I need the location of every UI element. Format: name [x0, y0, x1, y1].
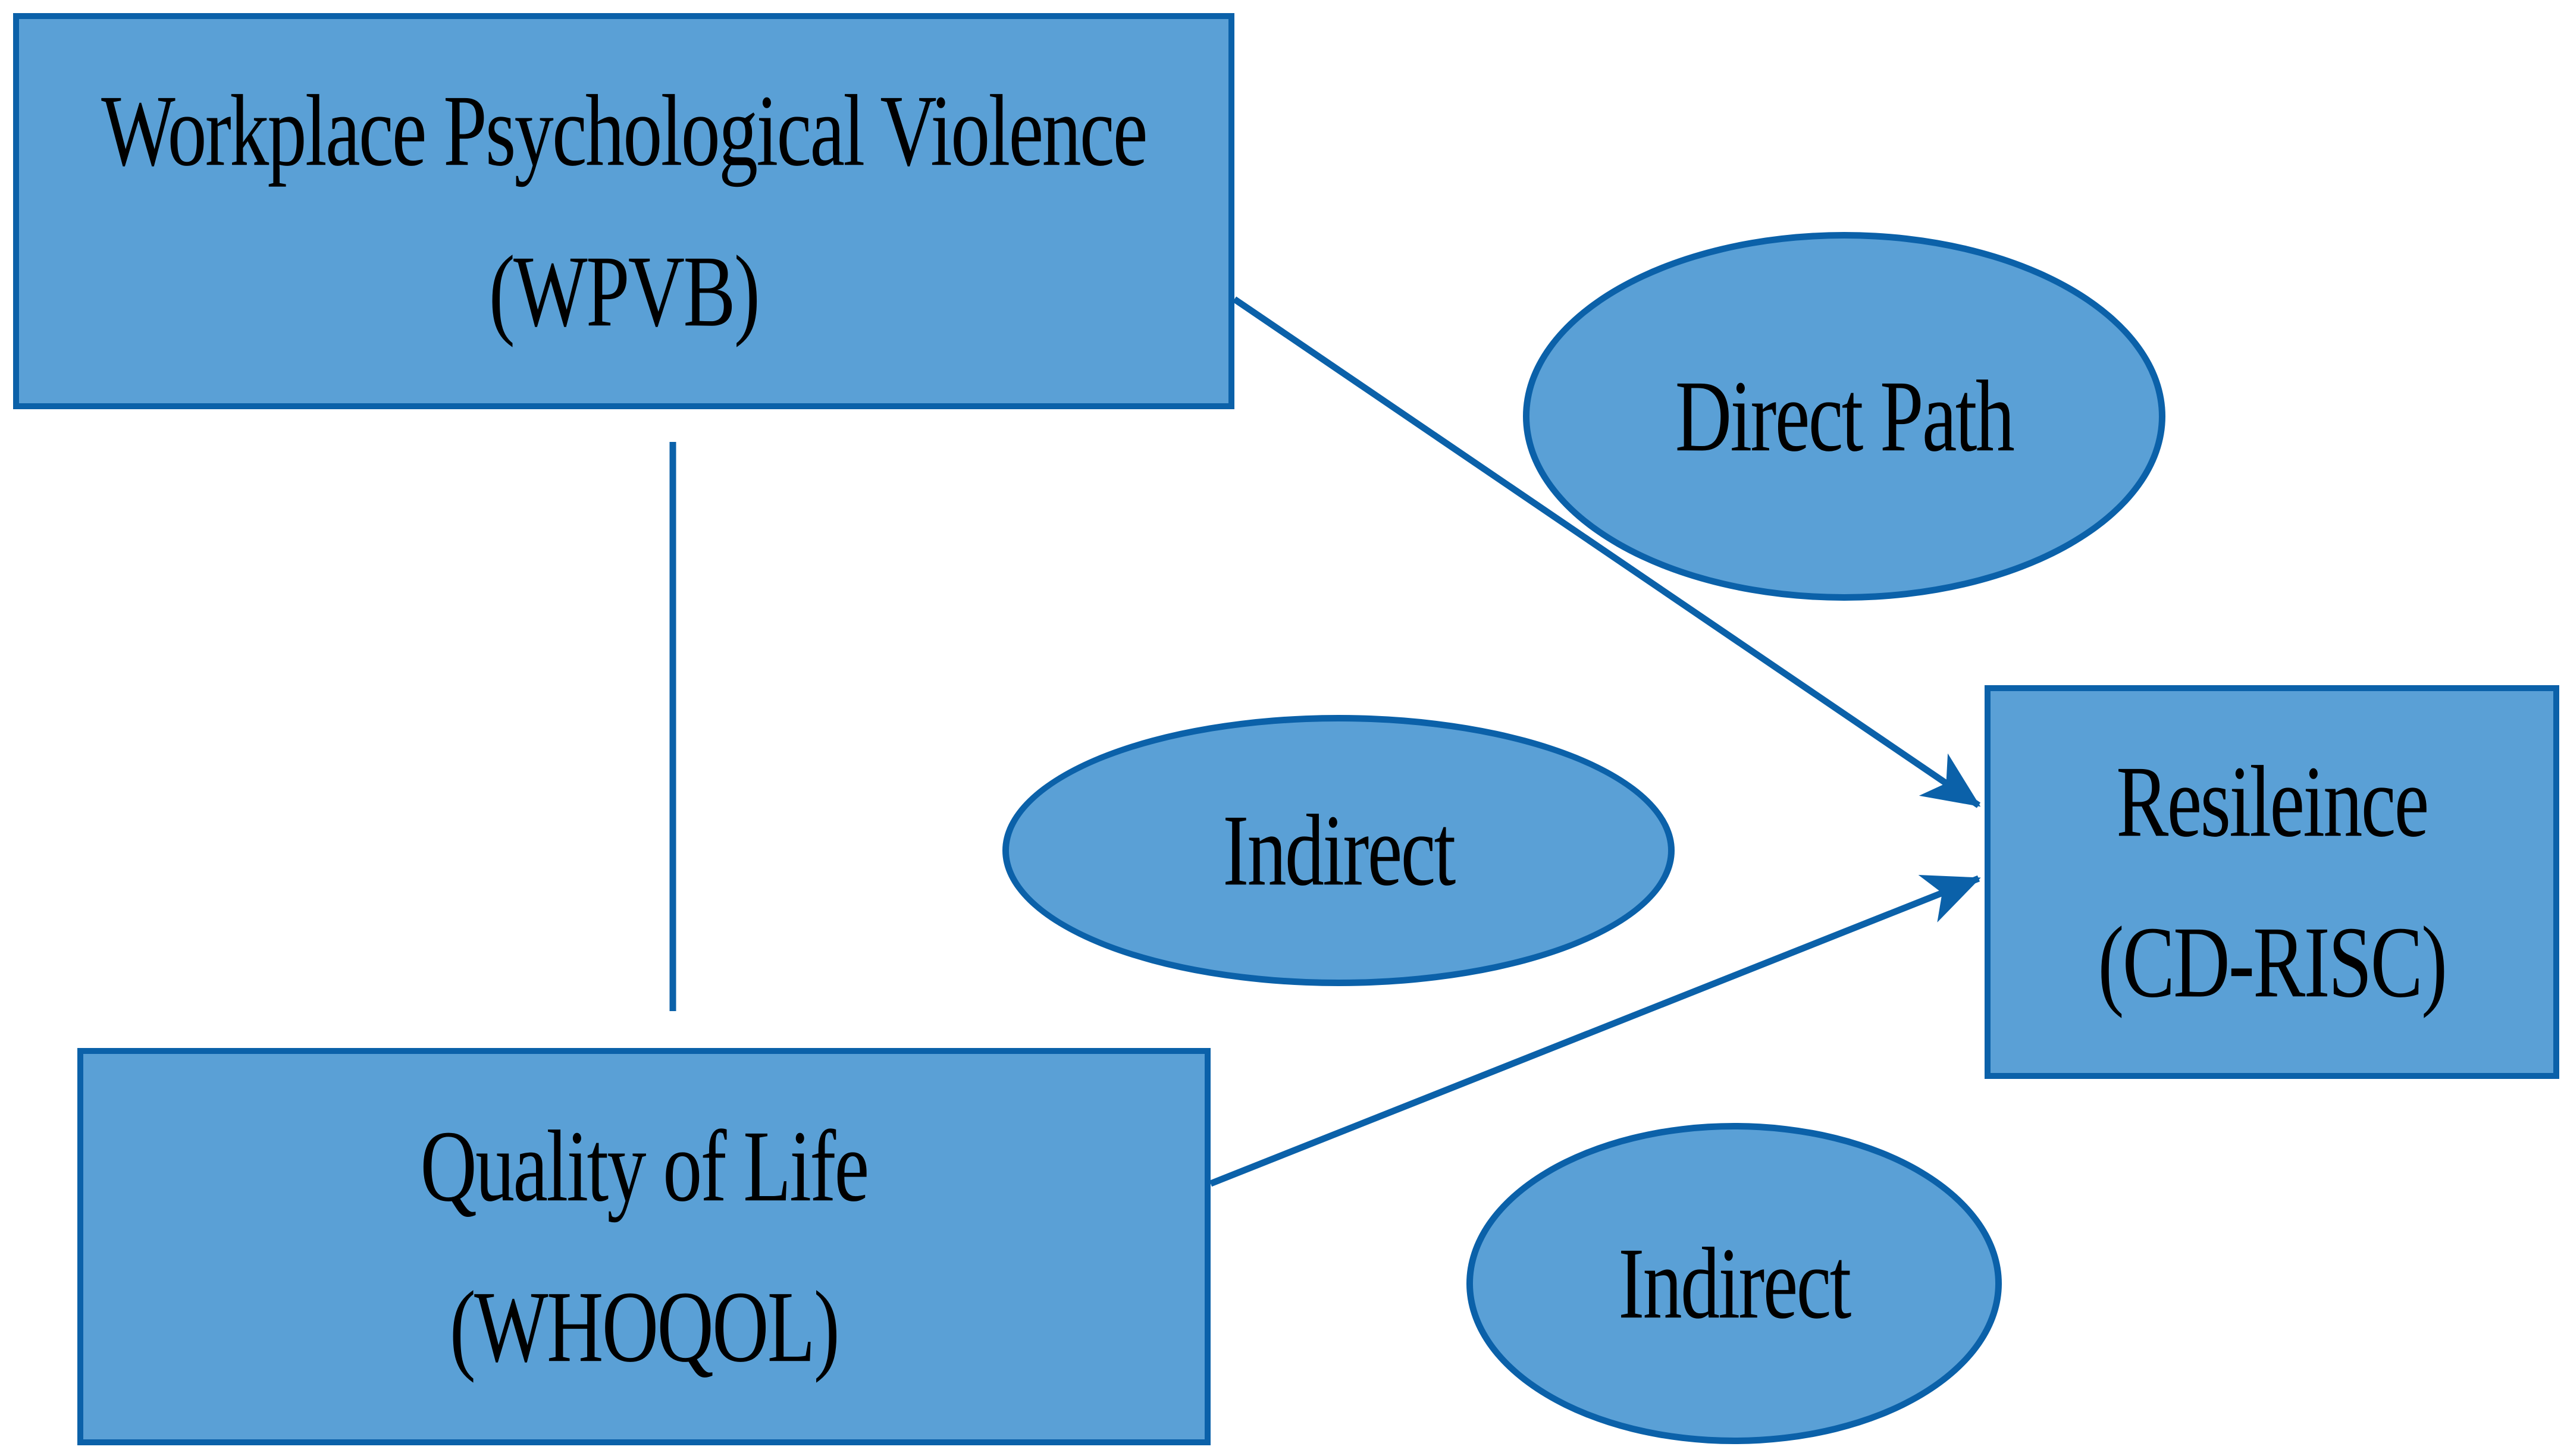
label-ellipse-indirect-lower: Indirect: [1466, 1123, 2002, 1444]
direct-path-label: Direct Path: [1675, 359, 2015, 473]
node-cdrisc-abbreviation: (CD-RISC): [2098, 905, 2448, 1019]
node-whoqol: Quality of Life (WHOQOL): [77, 1048, 1211, 1445]
node-whoqol-title: Quality of Life: [420, 1109, 869, 1223]
indirect-lower-label: Indirect: [1618, 1226, 1851, 1340]
indirect-upper-label: Indirect: [1223, 793, 1456, 907]
node-wpvb-title: Workplace Psychological Violence: [101, 73, 1148, 187]
node-whoqol-abbreviation: (WHOQOL): [449, 1269, 840, 1383]
edge-whoqol-cdrisc-arrow: [1209, 875, 1981, 1187]
label-ellipse-direct-path: Direct Path: [1523, 232, 2165, 601]
node-cdrisc: Resileince (CD-RISC): [1985, 685, 2559, 1079]
edge-wpvb-cdrisc-arrow: [1232, 296, 1981, 808]
node-wpvb: Workplace Psychological Violence (WPVB): [13, 13, 1234, 409]
node-wpvb-abbreviation: (WPVB): [488, 234, 760, 348]
node-cdrisc-title: Resileince: [2116, 744, 2429, 858]
label-ellipse-indirect-upper: Indirect: [1002, 715, 1675, 986]
